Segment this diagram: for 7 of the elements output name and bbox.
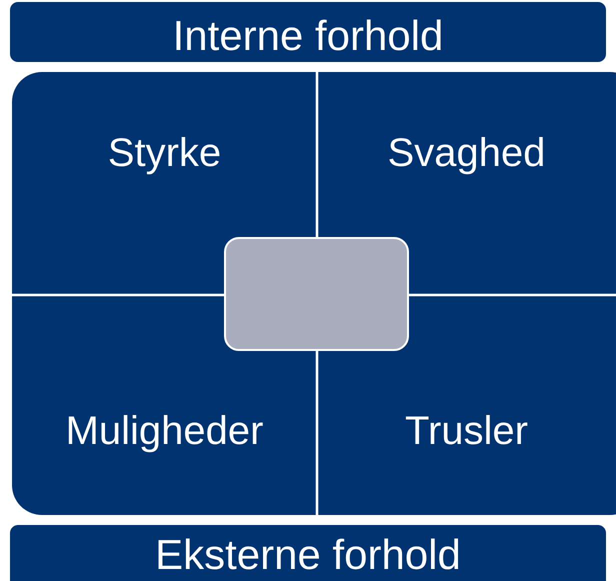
heading-band: Eksterne forhold: [10, 525, 606, 581]
center-box: [224, 237, 409, 351]
quadrant-label: Trusler: [406, 415, 528, 444]
quadrant-label: Muligheder: [68, 415, 263, 452]
quadrant-label: Svaghed: [389, 137, 543, 174]
heading-band: Interne forhold: [10, 2, 606, 62]
quadrant-label: Styrke: [110, 137, 220, 174]
